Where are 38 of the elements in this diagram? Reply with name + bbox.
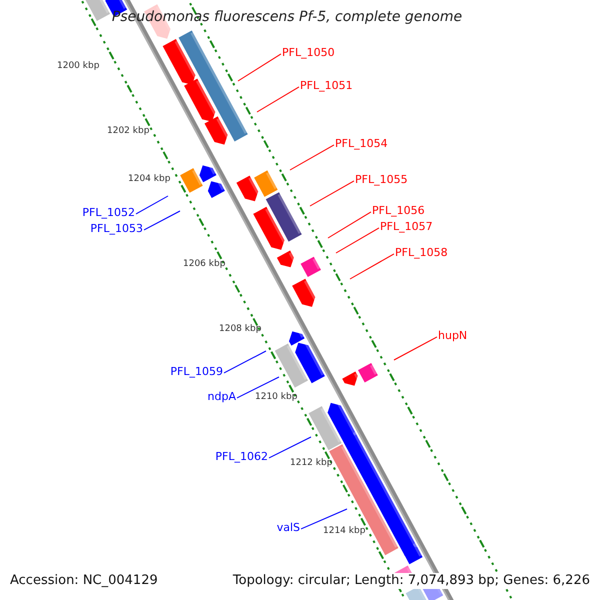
- map-title: Pseudomonas fluorescens Pf-5, complete genome: [110, 9, 464, 26]
- gene-label: PFL_1056: [372, 204, 425, 218]
- leader-line: [238, 53, 282, 82]
- leader-line: [136, 196, 168, 214]
- gene-label: valS: [276, 521, 300, 534]
- scale-label: 1204 kbp: [128, 174, 170, 185]
- scale-label: 1210 kbp: [255, 392, 298, 403]
- gene-label: PFL_1057: [380, 220, 433, 234]
- scale-label: 1214 kbp: [323, 526, 366, 537]
- leader-line: [236, 376, 280, 398]
- gene-label: PFL_1055: [355, 173, 408, 186]
- accession-label: Accession: NC_004129: [10, 573, 158, 589]
- leader-line: [290, 144, 334, 170]
- scale-label: 1212 kbp: [290, 458, 332, 469]
- leader-line: [336, 227, 380, 254]
- leader-line: [224, 350, 266, 374]
- scale-label: 1202 kbp: [107, 126, 150, 137]
- leader-line: [310, 180, 354, 206]
- leader-line: [256, 86, 300, 112]
- scale-label: 1206 kbp: [183, 259, 226, 270]
- gene-label: ndpA: [208, 390, 236, 404]
- leader-line: [350, 253, 394, 280]
- gene-label: PFL_1054: [335, 137, 388, 150]
- gene-label: PFL_1059: [170, 365, 223, 378]
- gene-label: hupN: [438, 329, 468, 342]
- scale-label: 1208 kbp: [219, 324, 262, 335]
- leader-line: [144, 210, 180, 230]
- leader-line: [328, 211, 372, 238]
- gene-label: PFL_1051: [300, 79, 353, 92]
- gene-label: PFL_1058: [395, 246, 448, 260]
- leader-line: [394, 336, 438, 360]
- leader-line: [268, 436, 312, 458]
- gene-label: PFL_1050: [282, 46, 335, 60]
- scale-label: 1200 kbp: [57, 61, 100, 72]
- gene-label: PFL_1052: [82, 206, 135, 220]
- gene-label: PFL_1062: [215, 450, 268, 464]
- gene-label: PFL_1053: [90, 222, 143, 236]
- leader-line: [300, 508, 348, 530]
